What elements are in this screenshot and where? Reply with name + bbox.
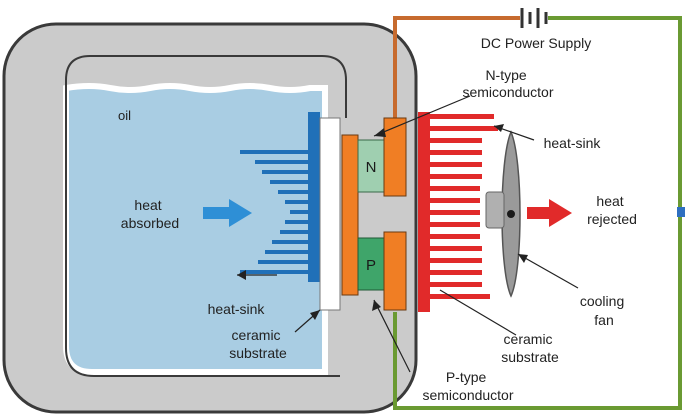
leader-lines <box>237 95 579 373</box>
heat-rejected-label: heat rejected <box>587 193 637 227</box>
heat-sink-blue-base <box>308 112 320 282</box>
heat-sink-red-fin <box>430 126 498 131</box>
heat-sink-red-fin <box>430 234 480 239</box>
heat-sink-blue-fin <box>255 160 308 164</box>
dc-power-supply-label: DC Power Supply <box>481 35 592 51</box>
heat-absorbed-label: heat absorbed <box>121 197 179 231</box>
ceramic-substrate-left <box>319 117 341 311</box>
heat-absorbed-arrow <box>203 199 252 227</box>
cooling-fan-icon <box>485 130 521 298</box>
heat-sink-blue-fin <box>240 150 308 154</box>
heat-sink-red-fin <box>430 186 480 191</box>
p-letter: P <box>366 257 376 274</box>
heat-sink-red-fin <box>430 150 482 155</box>
n-block <box>357 139 385 193</box>
heat-sink-red-fin <box>430 294 490 299</box>
heat-sink-red-fin <box>430 258 482 263</box>
heat-sink-red-fin <box>430 174 482 179</box>
oil-top-border <box>65 55 347 118</box>
conductor-right-bottom <box>383 231 407 311</box>
heat-sink-blue-fin <box>265 250 308 254</box>
heat-sink-red-base <box>418 112 430 312</box>
heat-sink-red <box>430 114 498 299</box>
heat-sink-red-fin <box>430 246 482 251</box>
heat-sink-red-fin <box>430 138 482 143</box>
heat-sink-red-fin <box>430 210 480 215</box>
battery-icon <box>520 8 548 28</box>
ceramic-substrate-left-label: ceramic substrate <box>229 327 287 361</box>
heat-sink-red-fin <box>430 114 494 119</box>
oil-label: oil <box>118 108 131 123</box>
heat-sink-red-fin <box>430 198 480 203</box>
heat-rejected-arrow <box>527 199 572 227</box>
positive-wire <box>393 16 520 118</box>
heat-sink-blue-fin <box>278 190 308 194</box>
heat-sink-red-fin <box>430 162 482 167</box>
n-type-label: N-type semiconductor <box>462 67 553 100</box>
heat-sink-blue-fin <box>262 170 308 174</box>
n-letter: N <box>366 159 377 176</box>
heat-sink-blue-fin <box>240 270 308 274</box>
p-type-label: P-type semiconductor <box>422 369 513 403</box>
heat-sink-blue-fin <box>258 260 308 264</box>
heat-sink-blue-fin <box>290 210 308 214</box>
leader-arrowheads <box>237 124 528 320</box>
heat-sink-blue-fin <box>272 240 308 244</box>
ceramic-substrate-right-label: ceramic substrate <box>501 331 559 365</box>
heat-sink-red-fin <box>430 222 480 227</box>
heat-sink-right-label: heat-sink <box>544 135 602 151</box>
heat-sink-left-label: heat-sink <box>208 301 266 317</box>
oil-left-border <box>65 80 340 377</box>
heat-sink-blue-fin <box>280 230 308 234</box>
heat-sink-red-fin <box>430 270 482 275</box>
heat-sink-red-fin <box>430 282 482 287</box>
heat-sink-blue-fin <box>285 200 308 204</box>
heat-sink-blue-fin <box>270 180 308 184</box>
conductor-right-top <box>383 117 407 197</box>
cooling-fan-label: cooling fan <box>580 293 628 328</box>
heat-sink-blue <box>240 150 308 274</box>
heat-sink-blue-fin <box>285 220 308 224</box>
negative-wire <box>393 16 682 410</box>
oil-reservoir <box>63 83 328 375</box>
right-edge-marker <box>677 207 685 217</box>
conductor-left <box>341 134 359 296</box>
